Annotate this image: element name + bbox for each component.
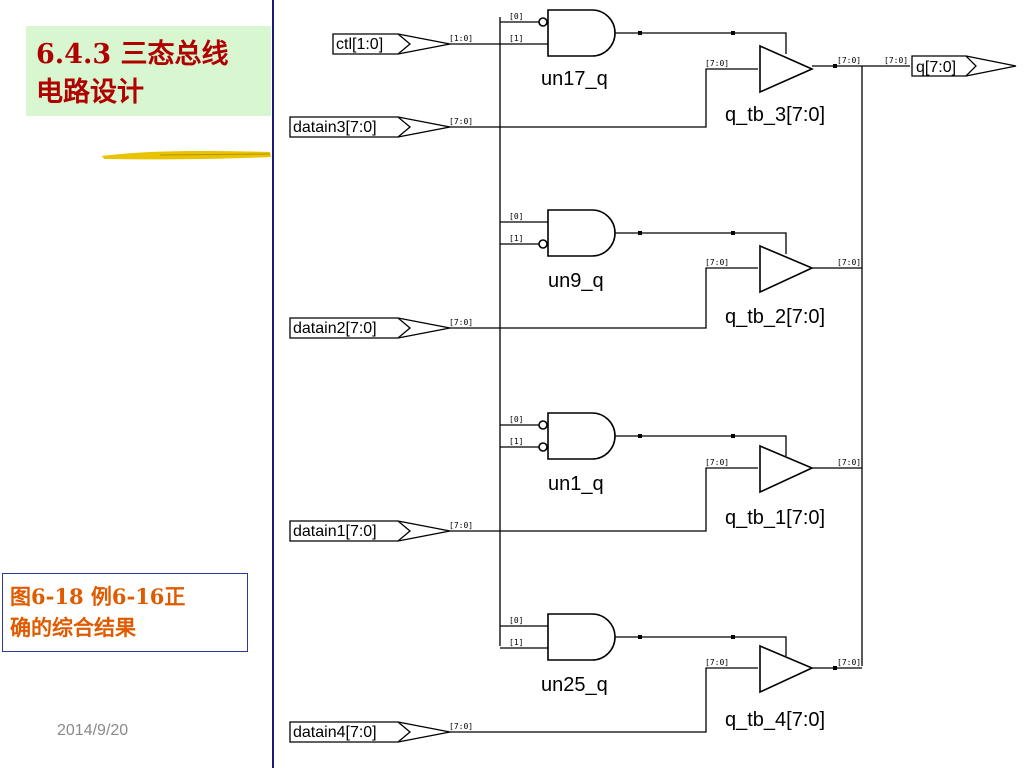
pin-label: [7:0] bbox=[705, 258, 729, 267]
slide-divider bbox=[272, 0, 274, 768]
pin-label: [7:0] bbox=[837, 258, 861, 267]
slide-date: 2014/9/20 bbox=[57, 722, 129, 739]
datain3-wire bbox=[450, 68, 758, 128]
buffer-label: q_tb_2[7:0] bbox=[725, 306, 825, 328]
pin-label: [1] bbox=[509, 34, 523, 43]
pin-label: [7:0] bbox=[449, 722, 473, 731]
port-datain4: datain4[7:0] bbox=[289, 721, 451, 743]
port-q: q[7:0] bbox=[911, 55, 1017, 77]
inverter-bubble bbox=[538, 442, 548, 452]
gate-label: un17_q bbox=[541, 68, 608, 90]
buffer-label: q_tb_1[7:0] bbox=[725, 507, 825, 529]
port-datain3: datain3[7:0] bbox=[289, 116, 451, 138]
gate-label: un1_q bbox=[548, 473, 604, 495]
pin-label: [7:0] bbox=[837, 658, 861, 667]
and-gate-un17-q: un17_q bbox=[500, 9, 787, 90]
and-gate-un25-q: un25_q bbox=[500, 613, 787, 696]
buffer-q-tb-4: q_tb_4[7:0] bbox=[725, 644, 825, 731]
pin-label: [1:0] bbox=[449, 34, 473, 43]
pin-label: [0] bbox=[509, 12, 523, 21]
port-datain3-label: datain3[7:0] bbox=[293, 119, 377, 136]
pin-label: [0] bbox=[509, 212, 523, 221]
and-gate-un9-q: un9_q bbox=[500, 209, 787, 292]
pin-label: [7:0] bbox=[837, 458, 861, 467]
pin-label: [7:0] bbox=[705, 59, 729, 68]
pin-label: [7:0] bbox=[449, 521, 473, 530]
port-q-label: q[7:0] bbox=[916, 59, 956, 76]
port-datain1-label: datain1[7:0] bbox=[293, 523, 377, 540]
pin-labels: [1:0] [7:0] [7:0] [7:0] [7:0] [0] [1] [0… bbox=[449, 12, 908, 731]
buffer-q-tb-3: q_tb_3[7:0] bbox=[725, 44, 825, 126]
junction-dot bbox=[833, 64, 837, 68]
datain4-wire bbox=[450, 667, 758, 733]
inverter-bubble bbox=[538, 420, 548, 430]
buffer-label: q_tb_4[7:0] bbox=[725, 709, 825, 731]
inverter-bubble bbox=[538, 239, 548, 249]
figure-caption-line2: 确的综合结果 bbox=[10, 615, 136, 640]
inverter-bubble bbox=[538, 17, 548, 27]
pin-label: [1] bbox=[509, 437, 523, 446]
buffer-label: q_tb_3[7:0] bbox=[725, 104, 825, 126]
datain2-wire bbox=[450, 267, 758, 329]
gate-label: un25_q bbox=[541, 674, 608, 696]
and-gate-un1-q: un1_q bbox=[500, 412, 787, 495]
junction-dot bbox=[833, 666, 837, 670]
pin-label: [0] bbox=[509, 415, 523, 424]
pin-label: [7:0] bbox=[884, 56, 908, 65]
pin-label: [7:0] bbox=[705, 658, 729, 667]
pin-label: [0] bbox=[509, 616, 523, 625]
slide-title: 6.4.3 三态总线 电路设计 bbox=[26, 26, 271, 116]
port-datain2-label: datain2[7:0] bbox=[293, 320, 377, 337]
pin-label: [7:0] bbox=[705, 458, 729, 467]
port-datain1: datain1[7:0] bbox=[289, 520, 451, 542]
pin-label: [7:0] bbox=[449, 117, 473, 126]
slide-title-line1: 6.4.3 三态总线 bbox=[36, 39, 229, 70]
figure-caption-line1: 图6-18 例6-16正 bbox=[10, 584, 186, 609]
pin-label: [7:0] bbox=[449, 318, 473, 327]
port-ctl: ctl[1:0] bbox=[332, 33, 451, 55]
pin-label: [1] bbox=[509, 234, 523, 243]
figure-caption: 图6-18 例6-16正 确的综合结果 bbox=[2, 573, 248, 652]
buffer-q-tb-1: q_tb_1[7:0] bbox=[725, 444, 825, 529]
buffer-q-tb-2: q_tb_2[7:0] bbox=[725, 244, 825, 328]
pin-label: [7:0] bbox=[837, 56, 861, 65]
pin-label: [1] bbox=[509, 638, 523, 647]
datain1-wire bbox=[450, 467, 758, 532]
port-datain4-label: datain4[7:0] bbox=[293, 724, 377, 741]
gate-label: un9_q bbox=[548, 270, 604, 292]
brush-stroke-decoration bbox=[102, 151, 271, 160]
slide-title-line2: 电路设计 bbox=[36, 77, 144, 108]
port-datain2: datain2[7:0] bbox=[289, 317, 451, 339]
port-ctl-label: ctl[1:0] bbox=[336, 36, 383, 53]
